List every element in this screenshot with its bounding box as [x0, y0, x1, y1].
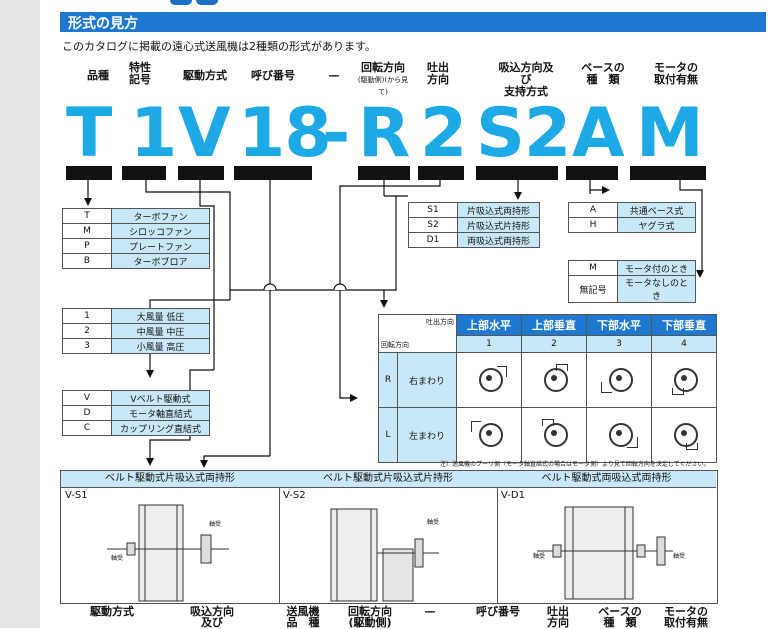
code-underline	[418, 166, 464, 180]
code-rotation: R	[358, 94, 410, 173]
rotation-corner: 吐出方向 回転方向	[378, 314, 457, 353]
left-margin-bar	[0, 0, 40, 628]
top-decoration	[170, 0, 192, 5]
rotation-note: 注）送風機のプーリ側（モータ軸直結式の場合はモータ側）より見て回転方向を決定して…	[440, 461, 710, 468]
bottom-header: 吐出方向	[547, 605, 569, 629]
figure-v-s2: ベルト駆動式片吸込式片持形 V-S2 軸受	[279, 471, 498, 603]
code-underline	[178, 166, 224, 180]
figure-v-d1: ベルト駆動式両吸込式両持形 V-D1 軸受 軸受	[497, 471, 716, 603]
code-underline	[66, 166, 112, 180]
fan-diagram-icon	[521, 352, 587, 408]
section-header: 形式の見方	[60, 12, 766, 32]
code-base: A	[572, 94, 625, 173]
code-underline	[358, 166, 410, 180]
code-number: 18	[238, 94, 332, 173]
bearing-label: 軸受	[427, 519, 440, 526]
discharge-header: 上部垂直	[521, 314, 587, 336]
bearing-label: 軸受	[673, 553, 686, 560]
code-underline	[122, 166, 166, 180]
code-dash: -	[322, 94, 350, 173]
bottom-header: 送風機品 種	[286, 605, 320, 629]
code-underline	[476, 166, 558, 180]
fan-diagram-icon	[651, 407, 717, 463]
code-underline	[630, 166, 706, 180]
bottom-header: 回転方向(駆動側)	[348, 605, 392, 629]
code-motor: M	[636, 94, 704, 173]
intro-text: このカタログに掲載の遠心式送風機は2種類の形式があります。	[62, 40, 376, 53]
code-underline	[234, 166, 312, 180]
support-type-figures: ベルト駆動式片吸込式両持形 V-S1 軸受 軸受 ベルト駆動式片吸込式片持形 V…	[60, 470, 718, 604]
fan-diagram-icon	[586, 352, 652, 408]
discharge-header: 下部垂直	[651, 314, 717, 336]
table-row: R 右まわり	[378, 352, 717, 408]
fan-diagram-icon	[456, 407, 522, 463]
fan-diagram-icon	[586, 407, 652, 463]
code-underline	[566, 166, 618, 180]
code-discharge: 2	[420, 94, 467, 173]
code-drive: V	[178, 94, 231, 173]
code-support: S2	[476, 94, 571, 173]
col-header-drive: 駆動方式	[183, 69, 227, 82]
code-char: 1	[130, 94, 177, 173]
bottom-header: 吸込方向及び	[190, 605, 234, 629]
bearing-label: 軸受	[111, 555, 124, 562]
table-row: 無記号モータなしのとき	[568, 275, 696, 303]
code-type: T	[66, 94, 112, 173]
bottom-header: 駆動方式	[90, 605, 134, 618]
bottom-header: 呼び番号	[476, 605, 520, 618]
col-header-number: 呼び番号	[251, 69, 295, 82]
fan-diagram-icon	[456, 352, 522, 408]
bearing-label: 軸受	[533, 553, 546, 560]
col-header-type: 品種	[87, 69, 109, 82]
table-row: L 左まわり	[378, 407, 717, 463]
bottom-header: —	[424, 605, 436, 618]
top-decoration	[196, 0, 218, 5]
bearing-label: 軸受	[209, 521, 222, 528]
discharge-header: 下部水平	[586, 314, 652, 336]
bottom-header: ベースの種 類	[598, 605, 642, 629]
col-header-support: 吸込方向及び支持方式	[498, 61, 554, 98]
fan-diagram-icon	[521, 407, 587, 463]
col-header-dash: —	[328, 69, 340, 82]
figure-v-s1: ベルト駆動式片吸込式両持形 V-S1 軸受 軸受	[61, 471, 280, 603]
col-header-motor: モータの取付有無	[654, 61, 698, 86]
discharge-header: 上部水平	[456, 314, 522, 336]
rotation-table: 吐出方向 回転方向 上部水平 上部垂直 下部水平 下部垂直 1 2 3 4 R …	[378, 314, 717, 463]
col-header-rotation: 回転方向(駆動側)(から見て)	[357, 61, 409, 97]
col-header-discharge: 吐出方向	[427, 61, 449, 86]
col-header-base: ベースの種 類	[581, 61, 625, 86]
col-header-char: 特性記号	[129, 61, 151, 86]
section-title: 形式の見方	[68, 16, 138, 32]
bottom-header: モータの取付有無	[664, 605, 708, 629]
fan-diagram-icon	[651, 352, 717, 408]
